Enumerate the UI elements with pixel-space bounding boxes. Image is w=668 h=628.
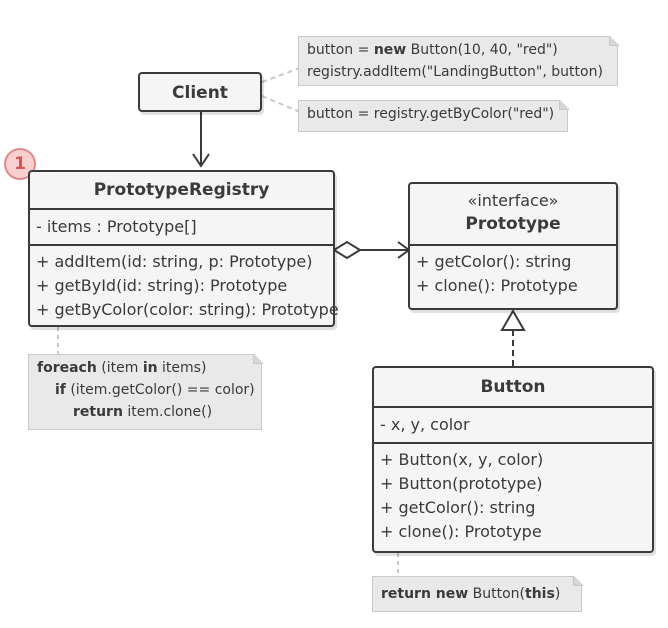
registry-methods: + addItem(id: string, p: Prototype) + ge… (30, 244, 339, 326)
client-class: Client (138, 72, 262, 112)
prototype-methods: + getColor(): string + clone(): Prototyp… (410, 244, 616, 302)
registry-method: + getByColor(color: string): Prototype (36, 300, 339, 319)
client-note-1-line-2: registry.addItem("LandingButton", button… (307, 64, 603, 80)
button-fields: - x, y, color (374, 406, 652, 442)
realization-triangle (500, 309, 526, 331)
button-method: + Button(prototype) (380, 474, 543, 493)
button-methods: + Button(x, y, color) + Button(prototype… (374, 442, 652, 548)
registry-method: + addItem(id: string, p: Prototype) (36, 252, 313, 271)
button-title: Button (480, 377, 546, 397)
registry-note-text: items) (157, 360, 207, 376)
button-field: - x, y, color (380, 415, 470, 434)
button-method: + clone(): Prototype (380, 522, 542, 541)
client-note-2-line: button = registry.getByColor("red") (307, 106, 555, 122)
client-note-2: button = registry.getByColor("red") (298, 99, 569, 132)
button-note: return new Button(this) (372, 575, 583, 612)
client-note1-connector (261, 67, 301, 83)
button-method: + Button(x, y, color) (380, 450, 544, 469)
prototype-interface: «interface» Prototype + getColor(): stri… (408, 182, 618, 310)
registry-field: - items : Prototype[] (36, 217, 197, 236)
aggregation-diamond (332, 240, 362, 260)
client-note-1-text: Button(10, 40, "red") (406, 42, 558, 58)
button-note-text: Button( (468, 586, 526, 602)
client-note-1: button = new Button(10, 40, "red") regis… (298, 35, 619, 86)
prototype-title: Prototype (465, 214, 561, 234)
prototype-header: «interface» Prototype (410, 184, 616, 244)
client-note2-connector (261, 95, 301, 113)
registry-method: + getById(id: string): Prototype (36, 276, 288, 295)
keyword-in: in (142, 360, 158, 376)
registry-note-text: item.clone() (122, 404, 213, 420)
prototype-method: + getColor(): string (416, 252, 572, 271)
client-note-1-text: button = (307, 42, 374, 58)
registry-fields: - items : Prototype[] (30, 208, 333, 244)
registry-title: PrototypeRegistry (93, 180, 270, 200)
keyword-return-new: return new (381, 586, 469, 602)
registry-note: foreach (item in items) if (item.getColo… (28, 353, 263, 430)
registry-note-text: (item (96, 360, 143, 376)
keyword-if: if (55, 382, 66, 398)
button-class: Button - x, y, color + Button(x, y, colo… (372, 366, 654, 553)
client-registry-arrowhead (192, 153, 210, 168)
keyword-this: this (525, 586, 555, 602)
keyword-return: return (73, 404, 123, 420)
client-title: Client (172, 83, 228, 103)
prototype-method: + clone(): Prototype (416, 276, 578, 295)
keyword-new: new (373, 42, 407, 58)
button-note-text: ) (554, 586, 561, 602)
prototype-registry-class: PrototypeRegistry - items : Prototype[] … (28, 170, 339, 327)
registry-note-text: (item.getColor() == color) (65, 382, 255, 398)
button-method: + getColor(): string (380, 498, 536, 517)
keyword-foreach: foreach (37, 360, 97, 376)
prototype-stereotype: «interface» (467, 191, 559, 210)
